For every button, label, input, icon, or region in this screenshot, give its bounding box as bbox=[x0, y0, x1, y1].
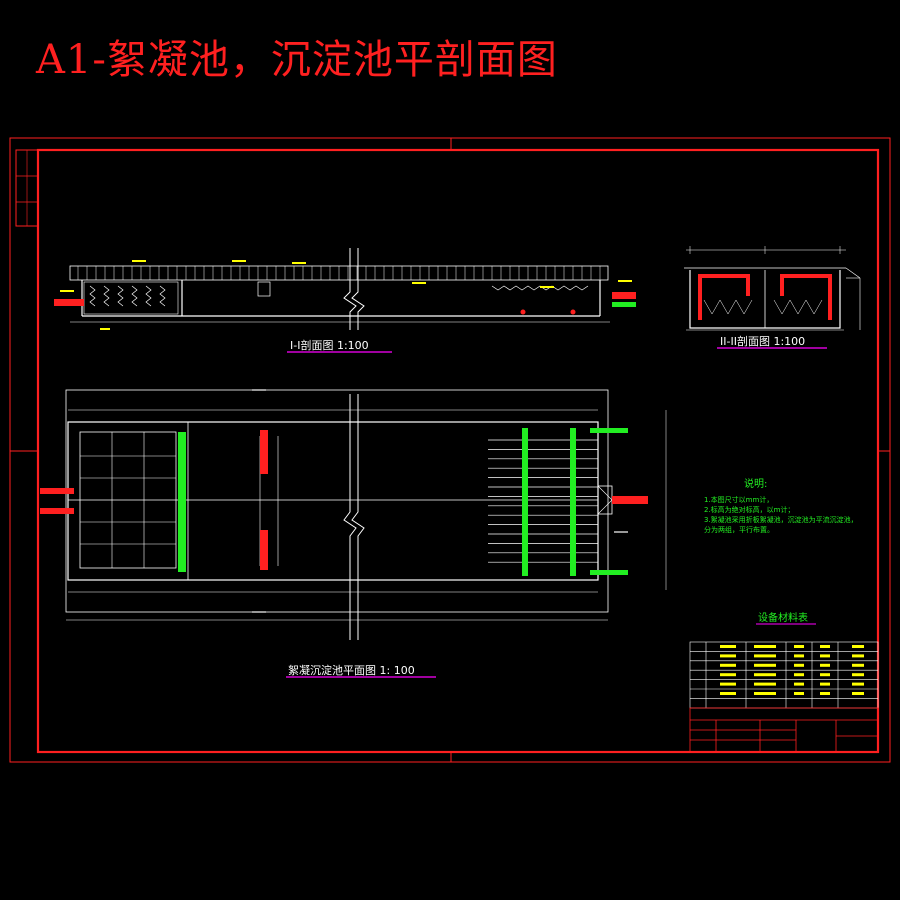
equipment-table bbox=[689, 641, 879, 709]
equipment-cell-mark bbox=[754, 663, 776, 667]
equipment-cell-mark bbox=[720, 673, 736, 677]
equipment-cell-mark bbox=[852, 663, 864, 667]
equipment-cell-mark bbox=[794, 692, 804, 695]
equipment-cell-mark bbox=[794, 654, 804, 658]
equipment-cell-mark bbox=[754, 682, 776, 686]
equipment-cell-mark bbox=[754, 654, 776, 658]
section-2-dim-line bbox=[686, 246, 846, 254]
section-2-drawing bbox=[684, 267, 861, 331]
equipment-cell-mark bbox=[754, 645, 776, 648]
plan-drawing bbox=[65, 389, 667, 640]
equipment-cell-mark bbox=[720, 663, 736, 667]
equipment-cell-mark bbox=[852, 645, 864, 648]
equipment-cell-mark bbox=[794, 663, 804, 667]
section-1-label: I-I剖面图 1:100 bbox=[290, 338, 369, 352]
equipment-cell-mark bbox=[720, 654, 736, 658]
equipment-cell-mark bbox=[852, 682, 864, 686]
equipment-cell-mark bbox=[820, 682, 830, 686]
equipment-cell-mark bbox=[820, 673, 830, 677]
plan-label: 絮凝沉淀池平面图 1: 100 bbox=[288, 663, 415, 677]
equipment-cell-mark bbox=[852, 654, 864, 658]
notes-line-3: 3.絮凝池采用折板絮凝池，沉淀池为平流沉淀池， bbox=[704, 515, 858, 524]
equipment-cell-mark bbox=[852, 692, 864, 695]
notes-line-2: 2.标高为绝对标高，以m计； bbox=[704, 505, 795, 514]
section-2-label: II-II剖面图 1:100 bbox=[720, 334, 805, 348]
page-title: A1-絮凝池，沉淀池平剖面图 bbox=[36, 37, 558, 83]
section-2-pipes bbox=[698, 274, 832, 320]
equipment-cell-mark bbox=[794, 645, 804, 648]
equipment-cell-mark bbox=[794, 682, 804, 686]
equipment-title: 设备材料表 bbox=[758, 611, 808, 624]
equipment-cell-mark bbox=[754, 692, 776, 695]
plan-pipes bbox=[40, 428, 648, 576]
notes-line-4: 分为两组，平行布置。 bbox=[704, 525, 774, 534]
notes-heading: 说明: bbox=[744, 477, 767, 490]
drawing-frame bbox=[9, 137, 891, 763]
equipment-cell-mark bbox=[720, 645, 736, 648]
section-1-elevations bbox=[60, 260, 632, 330]
title-block bbox=[689, 707, 879, 753]
notes-line-1: 1.本图尺寸以mm计， bbox=[704, 495, 773, 504]
equipment-cell-mark bbox=[720, 682, 736, 686]
equipment-cell-mark bbox=[852, 673, 864, 677]
section-1-pipes bbox=[54, 292, 636, 315]
section-1-drawing bbox=[69, 248, 610, 330]
equipment-cell-mark bbox=[754, 673, 776, 677]
equipment-cell-mark bbox=[720, 692, 736, 695]
equipment-cell-mark bbox=[820, 692, 830, 695]
equipment-cell-mark bbox=[820, 663, 830, 667]
equipment-cell-mark bbox=[794, 673, 804, 677]
equipment-table-marks bbox=[720, 645, 864, 695]
equipment-cell-mark bbox=[820, 654, 830, 658]
equipment-cell-mark bbox=[820, 645, 830, 648]
